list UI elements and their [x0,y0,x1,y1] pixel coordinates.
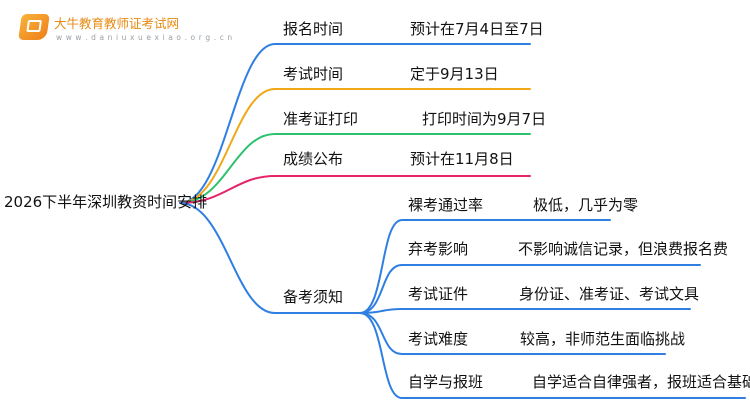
connector-difficulty [359,312,666,355]
branch-label-results: 成绩公布 [283,150,344,168]
sub-label-documents: 考试证件 [408,285,469,303]
sub-label-difficulty: 考试难度 [408,330,469,348]
sub-label-absence-impact: 弃考影响 [408,240,469,258]
sub-label-pass-rate: 裸考通过率 [408,196,484,214]
sub-value-study-mode: 自学适合自律强者，报班适合基础弱者 [532,373,750,391]
branch-value-admission-ticket: 打印时间为9月7日 [422,110,547,128]
connector-prep-notes [179,202,361,314]
branch-value-exam-date: 定于9月13日 [410,65,499,83]
connector-admission-ticket [179,133,531,204]
connector-documents [359,308,691,314]
connector-exam-date [179,88,531,204]
branch-value-results: 预计在11月8日 [410,150,514,168]
branch-value-registration: 预计在7月4日至7日 [410,20,544,38]
branch-label-admission-ticket: 准考证打印 [283,110,359,128]
logo-url: w w w . d a n i u x u e x i a o . o r g … [56,33,233,42]
connector-results [179,175,531,204]
branch-label-registration: 报名时间 [283,20,344,38]
book-icon [18,14,50,40]
branch-label-exam-date: 考试时间 [283,65,344,83]
connector-study-mode [359,312,746,399]
site-logo: 大牛教育教师证考试网 w w w . d a n i u x u e x i a… [18,8,232,52]
connector-absence-impact [359,264,701,314]
sub-label-study-mode: 自学与报班 [408,373,484,391]
connector-registration [179,43,531,204]
root-topic: 2026下半年深圳教资时间安排 [4,193,208,211]
logo-name: 大牛教育教师证考试网 [54,16,180,31]
sub-value-pass-rate: 极低，几乎为零 [533,196,639,214]
sub-value-documents: 身份证、准考证、考试文具 [519,285,700,303]
branch-label-prep-notes: 备考须知 [283,288,344,306]
sub-value-absence-impact: 不影响诚信记录，但浪费报名费 [518,240,729,258]
sub-value-difficulty: 较高，非师范生面临挑战 [520,330,686,348]
connector-pass-rate [359,219,611,314]
